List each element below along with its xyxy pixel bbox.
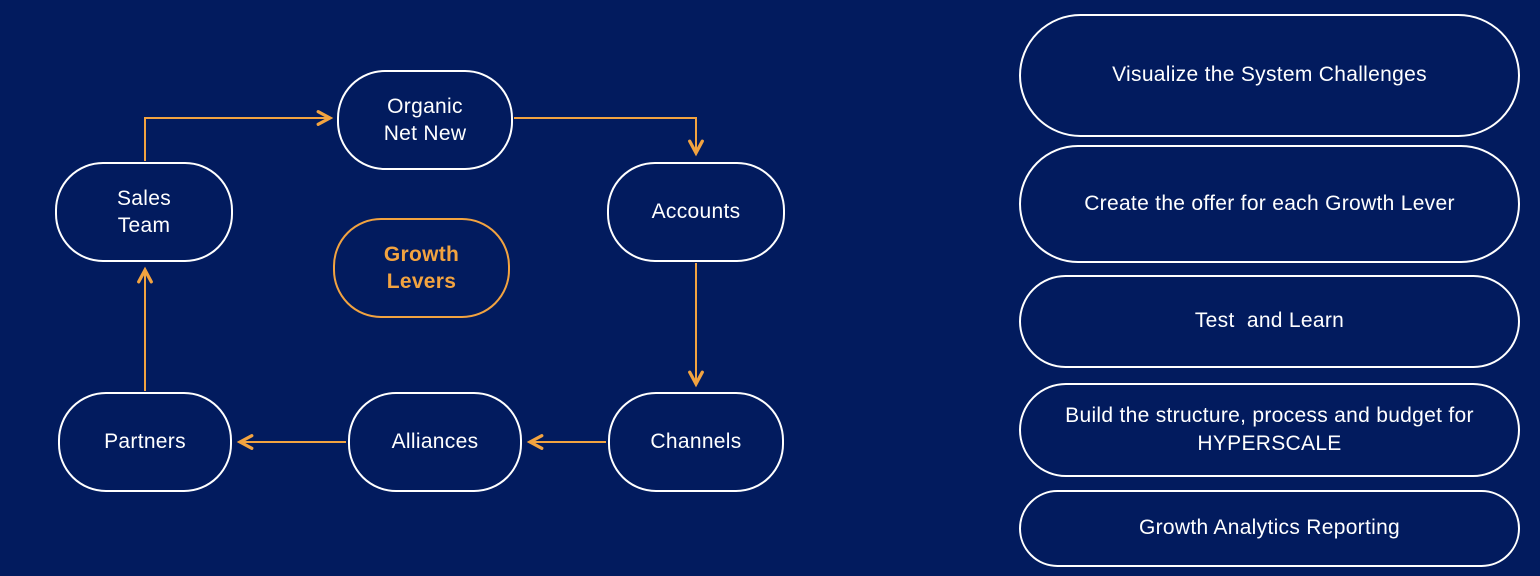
node-channels-label: Channels: [650, 430, 742, 454]
node-growth-levers-label: Growth Levers: [383, 242, 460, 293]
node-accounts-label: Accounts: [651, 200, 741, 224]
node-accounts: Accounts: [607, 162, 785, 262]
node-partners-label: Partners: [104, 430, 186, 454]
step-pill-label: Build the structure, process and budget …: [1065, 403, 1480, 455]
step-pill-create-offer: Create the offer for each Growth Lever: [1019, 145, 1520, 263]
step-pill-label: Test and Learn: [1194, 309, 1345, 333]
arrow-organic-net-new-to-accounts: [514, 117, 704, 157]
step-pill-growth-analytics: Growth Analytics Reporting: [1019, 490, 1520, 567]
step-pill-build-structure: Build the structure, process and budget …: [1019, 383, 1520, 477]
node-organic-net-new-label: Organic Net New: [383, 94, 467, 145]
node-partners: Partners: [58, 392, 232, 492]
step-pill-visualize-challenges: Visualize the System Challenges: [1019, 14, 1520, 137]
arrow-sales-team-to-organic-net-new: [144, 110, 334, 161]
node-alliances-label: Alliances: [391, 430, 479, 454]
node-sales-team: Sales Team: [55, 162, 233, 262]
node-alliances: Alliances: [348, 392, 522, 492]
step-pill-test-and-learn: Test and Learn: [1019, 275, 1520, 368]
node-sales-team-label: Sales Team: [116, 186, 172, 237]
node-organic-net-new: Organic Net New: [337, 70, 513, 170]
node-channels: Channels: [608, 392, 784, 492]
node-growth-levers: Growth Levers: [333, 218, 510, 318]
step-pill-label: Growth Analytics Reporting: [1138, 516, 1401, 540]
step-pill-label: Create the offer for each Growth Lever: [1084, 191, 1455, 215]
step-pill-label: Visualize the System Challenges: [1112, 63, 1427, 87]
